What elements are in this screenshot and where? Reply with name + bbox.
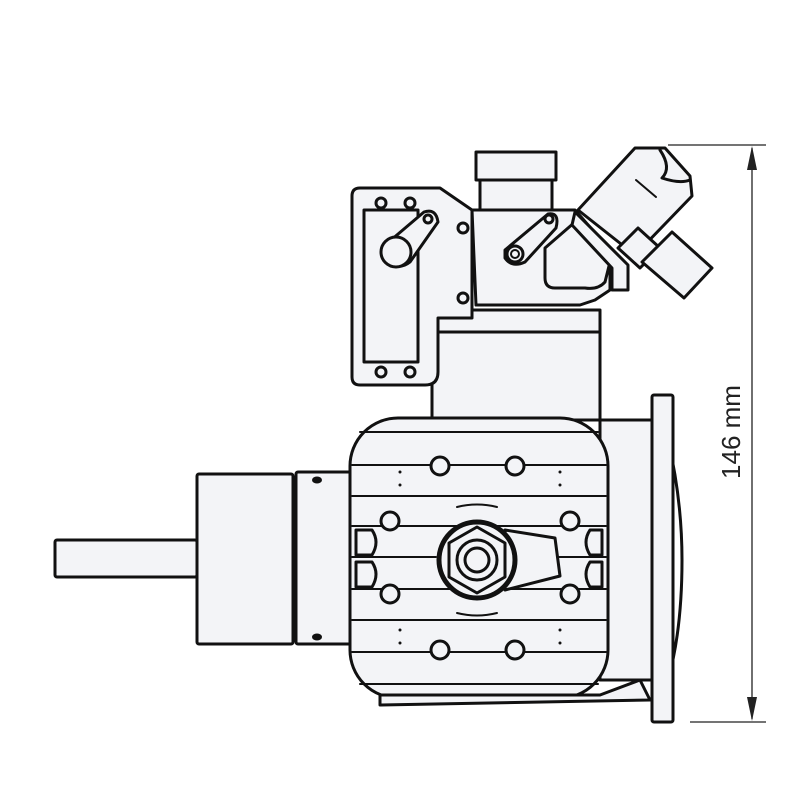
dimension-146mm: 146 mm	[668, 144, 766, 723]
rear-mount-flange	[598, 393, 684, 724]
dimension-label: 146 mm	[716, 385, 746, 479]
front-housing	[294, 470, 354, 646]
output-shaft	[53, 538, 199, 579]
prop-hub	[195, 472, 295, 646]
spark-plug-nut	[436, 503, 562, 617]
carburetor	[470, 150, 630, 307]
crankcase-bottom	[378, 678, 652, 707]
throttle-servo-mount	[350, 186, 474, 387]
ignition-plug-cap	[576, 146, 714, 300]
crankcase	[430, 308, 602, 422]
head-bolts	[379, 455, 581, 661]
